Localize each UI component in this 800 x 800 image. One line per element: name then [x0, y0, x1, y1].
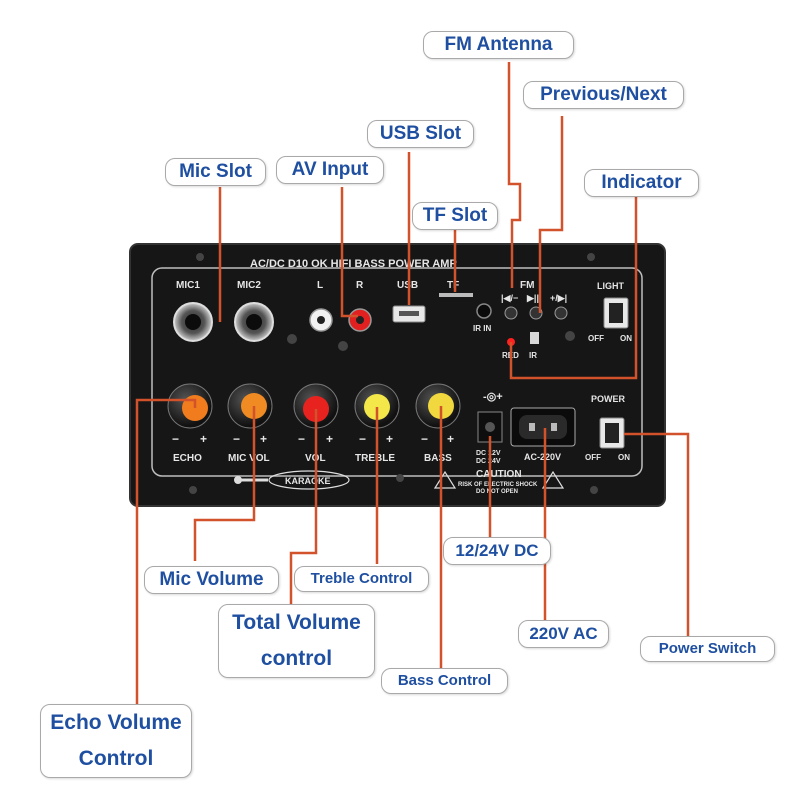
next-button[interactable]	[554, 306, 568, 320]
micvol-minus: −	[233, 432, 240, 446]
av-right-jack-hole	[356, 316, 364, 324]
ac-label: AC-220V	[524, 452, 561, 462]
av-left-label: L	[317, 280, 323, 291]
light-off-label: OFF	[588, 334, 604, 343]
ir-in-label: IR IN	[473, 324, 491, 333]
screw	[565, 331, 575, 341]
callout-treble-control: Treble Control	[294, 566, 429, 592]
leader-previous-next	[538, 116, 564, 313]
leader-total-volume	[289, 409, 318, 604]
treble-minus: −	[359, 432, 366, 446]
vol-plus: +	[326, 432, 333, 446]
screw	[587, 253, 595, 261]
light-switch-rocker	[609, 303, 623, 323]
callout-total-volume-line2: control	[260, 647, 333, 670]
echo-plus: +	[200, 432, 207, 446]
caution-sub1: RISK OF ELECTRIC SHOCK	[458, 482, 538, 488]
ac-socket-inner	[519, 415, 567, 439]
screw	[396, 474, 404, 482]
power-on-label: ON	[618, 453, 630, 462]
bass-plus: +	[447, 432, 454, 446]
screw	[590, 486, 598, 494]
screw	[189, 486, 197, 494]
callout-mic-volume: Mic Volume	[144, 566, 279, 594]
mic-vol-knob[interactable]	[227, 383, 273, 429]
power-label: POWER	[591, 394, 626, 404]
bass-label: BASS	[424, 453, 452, 464]
micvol-label: MIC VOL	[228, 453, 270, 464]
screw	[196, 253, 204, 261]
tf-slot[interactable]	[439, 293, 473, 297]
warning-triangle-icon-2	[541, 470, 565, 489]
light-label: LIGHT	[597, 281, 624, 291]
callout-usb-slot: USB Slot	[367, 120, 474, 148]
callout-dc-input: 12/24V DC	[443, 537, 551, 565]
mic2-jack-hole	[246, 314, 262, 330]
light-on-label: ON	[620, 334, 632, 343]
mic1-jack-hole	[185, 314, 201, 330]
leader-av-input	[340, 187, 358, 318]
callout-total-volume-line1: Total Volume	[232, 611, 361, 634]
callout-previous-next: Previous/Next	[523, 81, 684, 109]
echo-knob[interactable]	[167, 383, 213, 429]
callout-tf-slot: TF Slot	[412, 202, 498, 230]
play-label: ▶||	[526, 293, 539, 303]
mic1-label: MIC1	[176, 280, 200, 291]
leader-power	[624, 432, 690, 636]
dc-polarity-icon: -◎+	[483, 391, 503, 403]
screw	[338, 341, 348, 351]
usb-port-inner	[399, 311, 419, 316]
callout-indicator: Indicator	[584, 169, 699, 197]
dc-voltage-label-2: DC 24V	[476, 458, 501, 465]
caution-label: CAUTION	[476, 469, 522, 480]
prev-button[interactable]	[504, 306, 518, 320]
av-right-label: R	[356, 280, 364, 291]
callout-power-switch: Power Switch	[640, 636, 775, 662]
mic2-label: MIC2	[237, 280, 261, 291]
treble-label: TREBLE	[355, 453, 395, 464]
callout-mic-slot: Mic Slot	[165, 158, 266, 186]
echo-minus: −	[172, 432, 179, 446]
power-switch-rocker	[605, 423, 619, 443]
usb-label: USB	[397, 280, 418, 291]
ir-in-jack[interactable]	[476, 303, 492, 319]
callout-echo-volume-line1: Echo Volume	[50, 711, 182, 734]
power-off-label: OFF	[585, 453, 601, 462]
next-label: +/▶|	[550, 293, 567, 303]
bass-minus: −	[421, 432, 428, 446]
ac-pin-right	[551, 423, 557, 431]
ir-label: IR	[529, 351, 537, 360]
fm-label: FM	[520, 280, 534, 291]
prev-label: |◀/−	[501, 293, 518, 303]
callout-av-input: AV Input	[276, 156, 384, 184]
echo-label: ECHO	[173, 453, 202, 464]
callout-fm-antenna: FM Antenna	[423, 31, 574, 59]
dc-voltage-label: DC 12V	[476, 450, 501, 457]
tf-label: TF	[447, 280, 459, 291]
callout-echo-volume-line2: Control	[78, 747, 154, 770]
ac-pin-left	[529, 423, 535, 431]
panel-header: AC/DC D10 OK HIFI BASS POWER AMP	[250, 258, 457, 270]
leader-mic-volume	[193, 406, 256, 561]
leader-lines	[135, 62, 690, 706]
caution-sub2: DO NOT OPEN	[476, 489, 518, 495]
dc-jack-pin	[485, 422, 495, 432]
callout-total-volume: Total Volume control	[218, 604, 375, 678]
screw	[287, 334, 297, 344]
karaoke-text: KARAOKE	[285, 476, 331, 486]
bass-knob[interactable]	[415, 383, 461, 429]
callout-echo-volume: Echo Volume Control	[40, 704, 192, 778]
av-left-jack-hole	[317, 316, 325, 324]
treble-plus: +	[386, 432, 393, 446]
callout-ac-input: 220V AC	[518, 620, 609, 648]
ir-sensor	[530, 332, 539, 344]
leader-fm-antenna	[507, 62, 522, 288]
vol-minus: −	[298, 432, 305, 446]
callout-bass-control: Bass Control	[381, 668, 508, 694]
micvol-plus: +	[260, 432, 267, 446]
leader-indicator	[509, 197, 638, 380]
leader-echo	[135, 398, 197, 706]
